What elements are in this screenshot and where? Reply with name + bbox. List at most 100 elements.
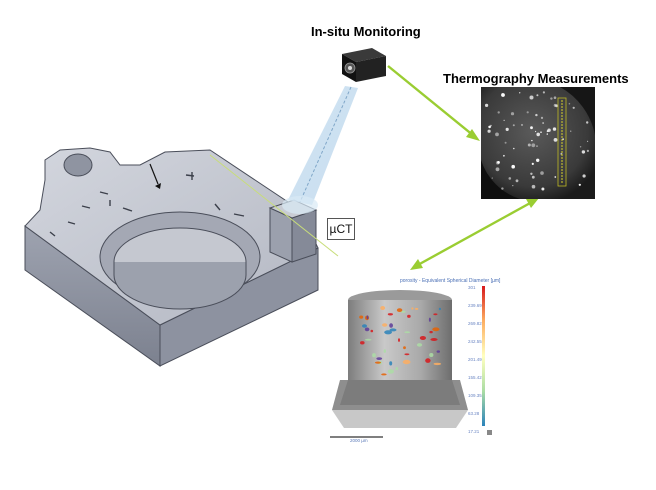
ct-colorbar-tick: 63.28 xyxy=(468,411,480,416)
ct-colorbar-tick: 17.21 xyxy=(468,429,480,434)
part-bore-hole xyxy=(63,153,93,177)
thermo-hotspot xyxy=(540,171,544,175)
part-slots xyxy=(49,172,245,237)
ct-scale-label: 2000 µm xyxy=(350,438,368,443)
ct-pore xyxy=(383,349,386,353)
arrow-camera-to-thermo xyxy=(387,65,475,137)
camera-beam xyxy=(288,86,358,205)
thermo-hotspot xyxy=(530,172,533,175)
ct-pore xyxy=(433,362,442,366)
thermo-hotspot xyxy=(542,91,546,94)
ct-pore xyxy=(376,357,383,360)
thermo-hotspot xyxy=(542,122,544,124)
thermo-hotspot xyxy=(503,119,505,121)
thermo-hotspot xyxy=(540,116,544,119)
ct-colorbar-tick: 242.55 xyxy=(468,339,482,344)
thermo-hotspot xyxy=(582,174,586,178)
ct-pore xyxy=(429,353,434,357)
guide-line xyxy=(209,154,339,257)
thermo-hotspot xyxy=(512,185,514,187)
thermo-hotspot xyxy=(512,124,515,127)
thermography-image xyxy=(481,87,595,199)
label-in-situ-monitoring: In-situ Monitoring xyxy=(311,24,421,39)
thermo-hotspot xyxy=(581,150,586,154)
thermo-hotspot xyxy=(531,143,536,148)
thermo-hotspot xyxy=(501,93,505,97)
thermo-hotspot xyxy=(487,129,491,133)
part-arrow-head xyxy=(155,183,161,189)
label-micro-ct: µCT xyxy=(327,218,355,240)
thermo-hotspot xyxy=(511,164,515,169)
ct-pore xyxy=(419,336,426,340)
thermo-hotspot xyxy=(553,103,557,107)
ct-pore xyxy=(366,315,369,320)
thermo-hotspot xyxy=(536,94,539,97)
ct-pore xyxy=(396,308,403,312)
thermo-hotspot xyxy=(586,121,589,124)
ct-pore xyxy=(380,306,386,310)
ct-colorbar-tick: 155.42 xyxy=(468,375,482,380)
thermo-hotspot xyxy=(495,167,500,172)
thermo-hotspot xyxy=(515,179,519,183)
part-boss xyxy=(113,262,247,310)
thermo-hotspot xyxy=(495,132,499,137)
ct-colorbar-tick: 109.35 xyxy=(468,393,482,398)
thermo-hotspot xyxy=(578,183,581,186)
ct-pore xyxy=(428,317,431,322)
thermo-hotspot xyxy=(519,92,521,94)
ct-render xyxy=(330,286,492,438)
ct-pore xyxy=(372,353,376,358)
ct-pore xyxy=(370,329,374,333)
ct-pore xyxy=(389,323,393,328)
ct-colorbar xyxy=(482,286,485,426)
thermo-hotspot xyxy=(504,141,507,144)
thermo-hotspot xyxy=(501,93,503,95)
thermo-hotspot xyxy=(510,112,515,116)
thermo-hotspot xyxy=(491,177,493,179)
thermo-hotspot xyxy=(570,130,572,132)
ct-pore xyxy=(360,341,365,345)
thermo-hotspot xyxy=(536,132,540,137)
ct-pore xyxy=(387,369,394,374)
thermo-hotspot xyxy=(536,145,538,147)
thermo-hotspot xyxy=(501,187,504,190)
ct-pore xyxy=(404,331,411,334)
ct-pore xyxy=(364,327,370,332)
thermo-hotspot xyxy=(505,127,509,131)
thermo-hotspot xyxy=(485,103,489,107)
ct-colorbar-title: porosity - Equivalent Spherical Diameter… xyxy=(400,278,501,284)
thermo-hotspot xyxy=(531,184,536,189)
thermo-hotspot xyxy=(562,138,564,141)
ct-pore xyxy=(389,361,393,366)
thermo-hotspot xyxy=(513,147,515,150)
ct-pore xyxy=(432,327,440,332)
thermo-hotspot xyxy=(579,146,582,148)
ct-pore xyxy=(425,358,431,363)
ct-pore xyxy=(400,310,406,313)
thermo-hotspot xyxy=(572,106,575,109)
camera-icon xyxy=(342,48,386,82)
thermo-hotspot xyxy=(503,154,505,157)
thermo-hotspot xyxy=(536,158,540,162)
arrows xyxy=(387,65,539,270)
ct-pore xyxy=(387,313,393,316)
thermo-hotspot xyxy=(529,95,534,100)
ct-pore xyxy=(395,367,399,371)
thermo-hotspot xyxy=(540,131,542,133)
ct-pore xyxy=(404,353,410,356)
thermo-hotspot xyxy=(531,175,535,179)
ct-pore xyxy=(430,338,438,341)
arrow-thermo-ct xyxy=(415,200,533,268)
label-thermography-measurements: Thermography Measurements xyxy=(443,71,629,86)
thermo-hotspot xyxy=(531,139,533,142)
thermo-hotspot xyxy=(587,140,589,142)
ct-pore xyxy=(374,361,382,364)
ct-pore xyxy=(402,359,411,365)
beam-spot xyxy=(282,196,318,214)
ct-pore xyxy=(411,307,414,310)
arrow-thermo-ct-head-b xyxy=(526,198,539,208)
ct-pore xyxy=(429,330,433,334)
ct-pore xyxy=(416,343,423,347)
